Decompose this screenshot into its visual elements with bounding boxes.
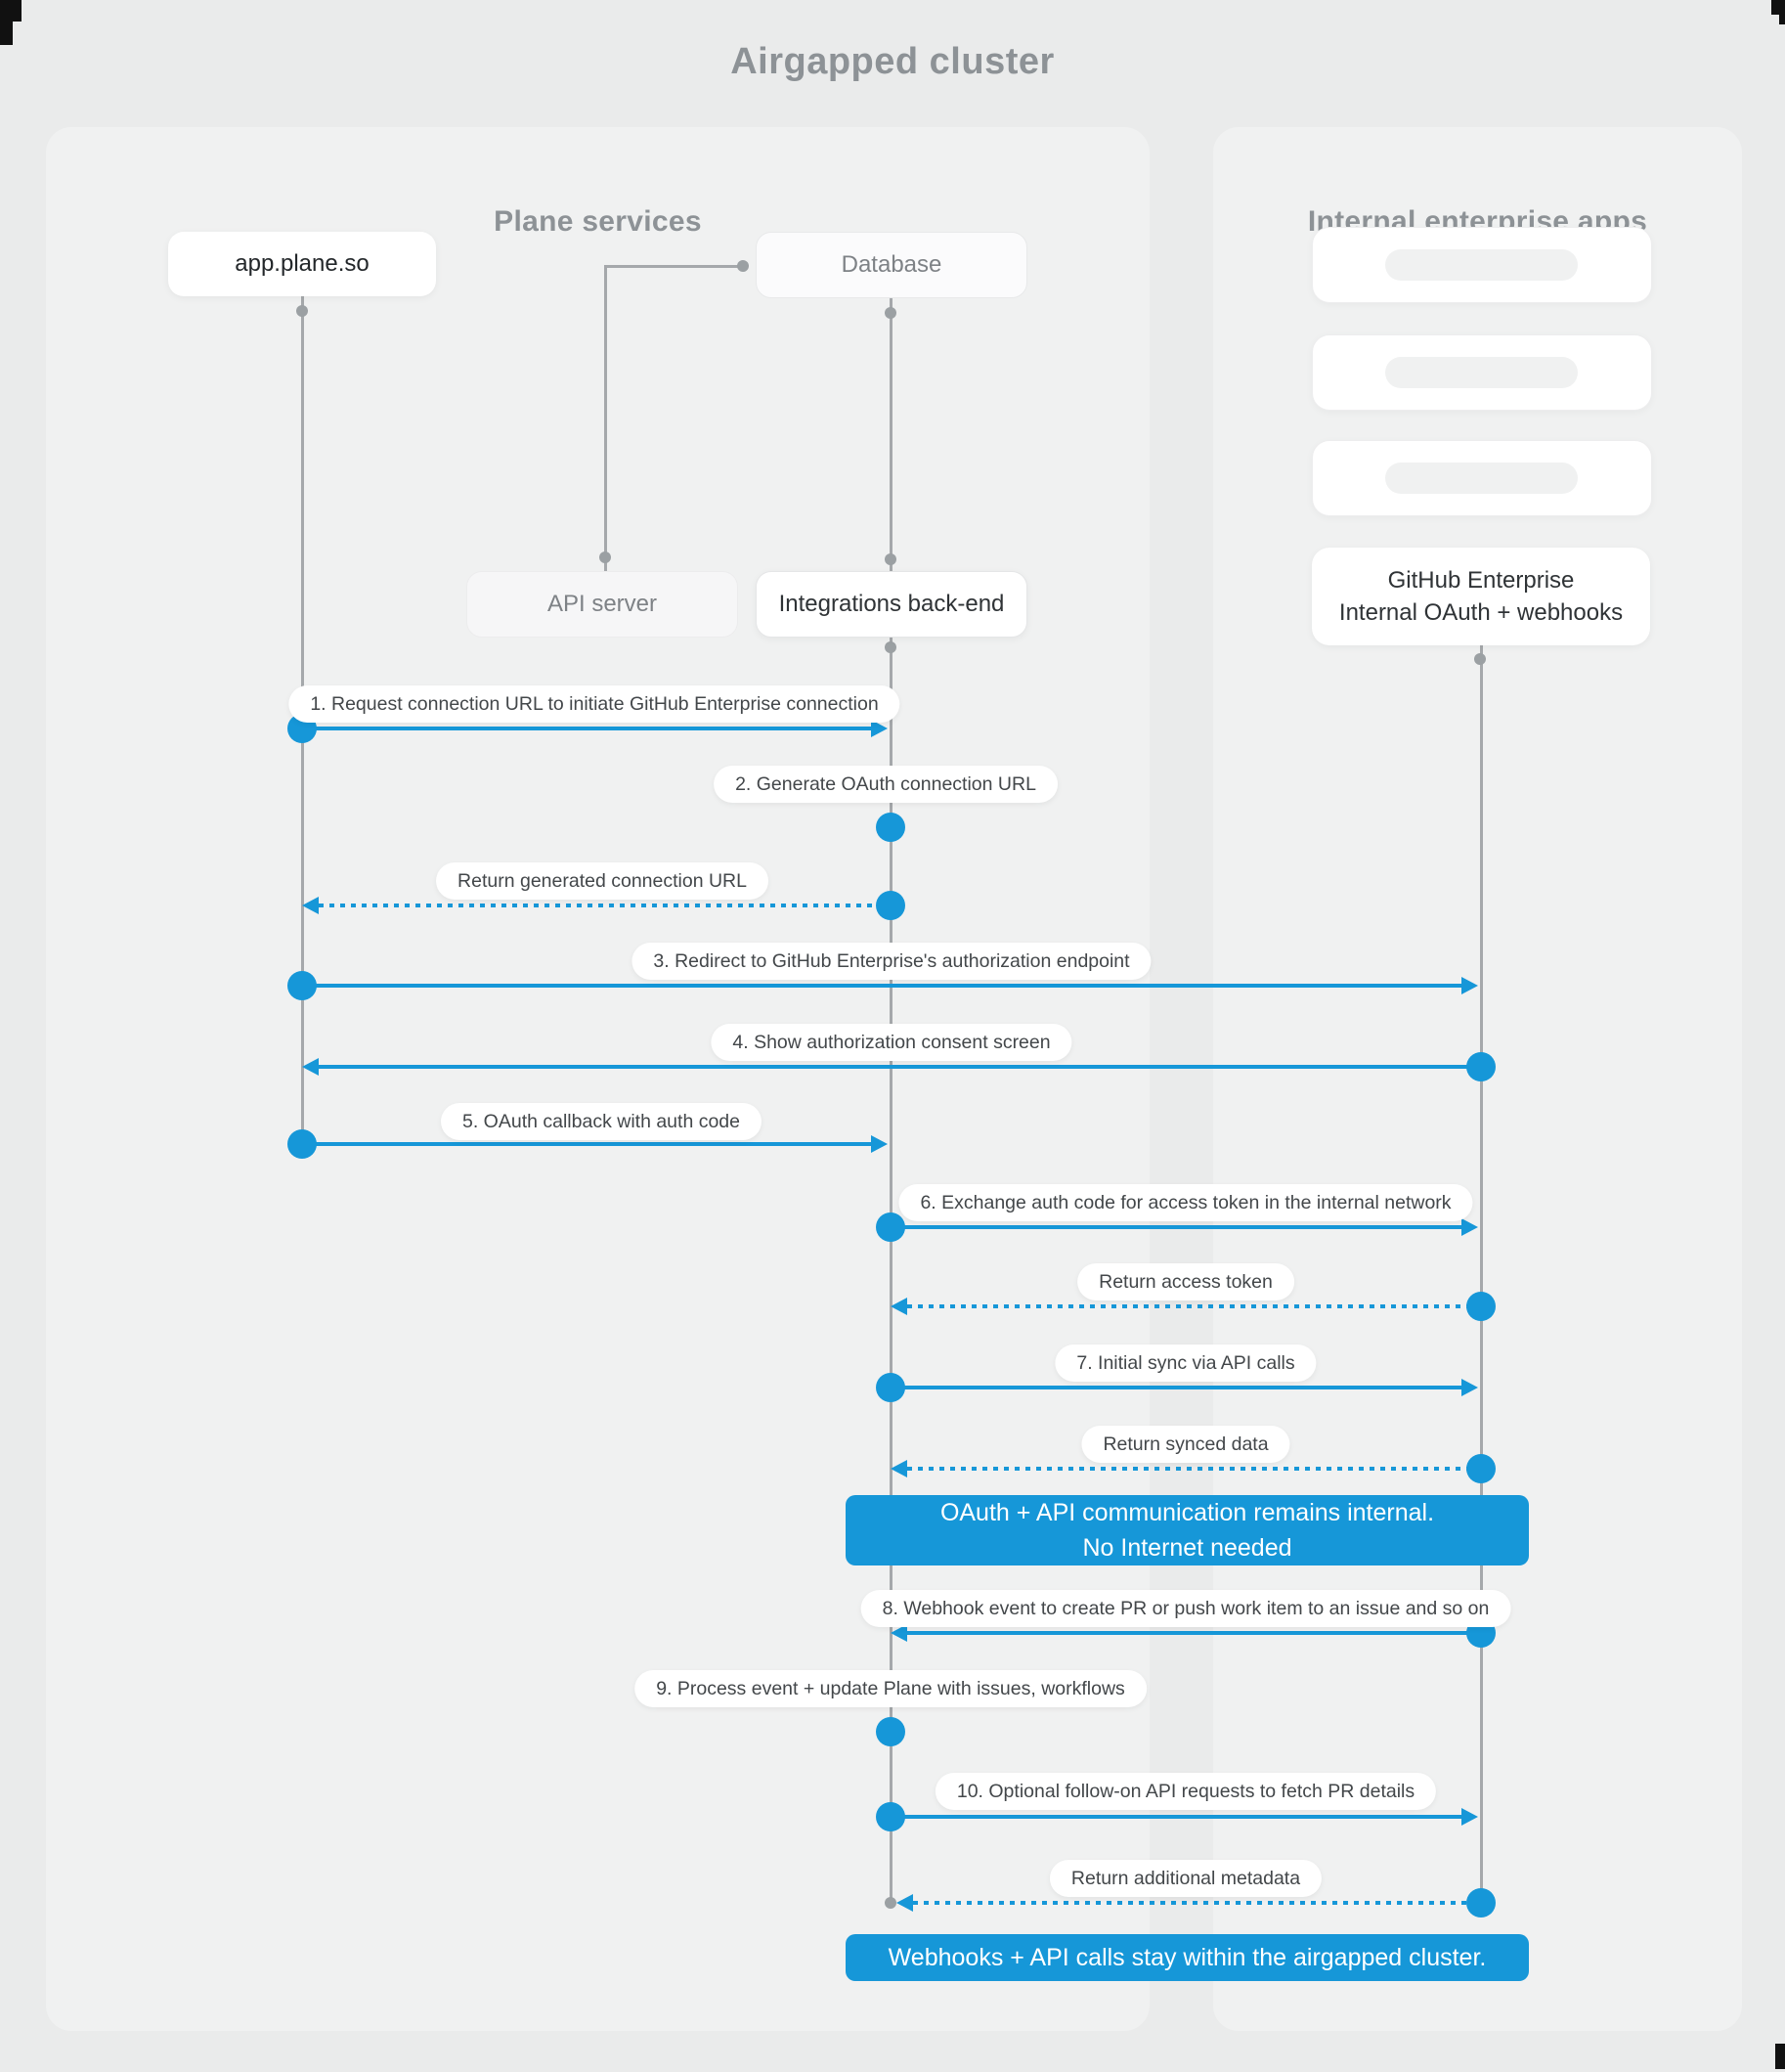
skeleton-bar (1385, 463, 1578, 494)
message-7-label: 6. Exchange auth code for access token i… (898, 1184, 1473, 1221)
connector-dot (599, 551, 611, 563)
node-api-server: API server (466, 571, 738, 638)
node-integrations-backend-label: Integrations back-end (778, 591, 1005, 617)
enterprise-app-placeholder-card (1312, 227, 1652, 303)
corner-artifact-top-right-step (1779, 15, 1785, 24)
connector-dot (296, 305, 308, 317)
arrowhead-left (896, 1894, 913, 1912)
arrowhead-right (871, 1135, 888, 1153)
message-3-origin-dot (876, 891, 905, 920)
message-13-arrow (891, 1815, 1461, 1819)
arrowhead-left (302, 1058, 319, 1076)
message-4-origin-dot (287, 971, 317, 1000)
message-5-label: 4. Show authorization consent screen (711, 1024, 1072, 1061)
connector-dot (885, 641, 896, 653)
corner-artifact-top-right (1771, 0, 1785, 15)
corner-artifact-top-left (0, 0, 13, 45)
connector-api-server-horizontal (604, 265, 743, 268)
message-1-arrow (302, 727, 871, 730)
arrowhead-right (871, 720, 888, 737)
arrowhead-left (302, 897, 319, 914)
banner-internal-line1: OAuth + API communication remains intern… (939, 1499, 1435, 1526)
message-14-label: Return additional metadata (1049, 1860, 1323, 1897)
banner-airgapped-cluster: Webhooks + API calls stay within the air… (846, 1934, 1529, 1981)
corner-artifact-bottom-right (1775, 2044, 1785, 2069)
message-4-label: 3. Redirect to GitHub Enterprise's autho… (631, 943, 1152, 980)
message-5-arrow (319, 1065, 1481, 1069)
node-integrations-backend: Integrations back-end (756, 571, 1027, 638)
lifeline-end-dot (885, 1897, 896, 1909)
node-github-enterprise: GitHub Enterprise Internal OAuth + webho… (1312, 548, 1650, 645)
banner-internal-line2: No Internet needed (1082, 1534, 1292, 1562)
message-2-label: 2. Generate OAuth connection URL (714, 766, 1058, 803)
node-github-line2: Internal OAuth + webhooks (1338, 599, 1624, 626)
message-5-origin-dot (1466, 1052, 1496, 1081)
message-10-origin-dot (1466, 1454, 1496, 1483)
node-app-plane-so-label: app.plane.so (235, 250, 370, 277)
message-11-label: 8. Webhook event to create PR or push wo… (860, 1590, 1511, 1627)
message-7-arrow (891, 1225, 1461, 1229)
banner-airgapped-text: Webhooks + API calls stay within the air… (888, 1944, 1487, 1971)
message-13-label: 10. Optional follow-on API requests to f… (935, 1773, 1437, 1810)
plane-services-header: Plane services (494, 205, 702, 238)
message-6-label: 5. OAuth callback with auth code (441, 1103, 762, 1140)
message-3-label: Return generated connection URL (436, 862, 768, 900)
lifeline-github (1480, 645, 1483, 1903)
connector-dot (885, 307, 896, 319)
message-10-arrow (907, 1467, 1481, 1471)
enterprise-app-placeholder-card (1312, 440, 1652, 516)
arrowhead-left (891, 1298, 907, 1315)
message-8-arrow (907, 1304, 1481, 1308)
connector-dot (885, 553, 896, 565)
message-3-arrow (319, 904, 891, 907)
lifeline-integrations (890, 636, 892, 1903)
arrowhead-left (891, 1460, 907, 1477)
message-9-arrow (891, 1386, 1461, 1389)
message-10-label: Return synced data (1081, 1426, 1290, 1463)
message-1-label: 1. Request connection URL to initiate Gi… (288, 685, 900, 723)
message-11-arrow (907, 1631, 1481, 1635)
message-8-label: Return access token (1077, 1263, 1294, 1301)
message-9-origin-dot (876, 1373, 905, 1402)
arrowhead-right (1461, 1808, 1478, 1826)
message-14-arrow (913, 1901, 1481, 1905)
connector-dot (1474, 653, 1486, 665)
plane-services-panel (46, 127, 1150, 2031)
message-2-self-dot (876, 813, 905, 842)
enterprise-app-placeholder-card (1312, 334, 1652, 411)
connector-api-server-vertical (604, 266, 607, 571)
node-api-server-label: API server (546, 591, 658, 617)
message-12-label: 9. Process event + update Plane with iss… (634, 1670, 1147, 1707)
node-database-label: Database (841, 251, 942, 278)
message-6-origin-dot (287, 1129, 317, 1159)
corner-artifact-top-left-step (13, 0, 22, 22)
arrowhead-left (891, 1624, 907, 1642)
message-4-arrow (302, 984, 1461, 988)
message-6-arrow (302, 1142, 871, 1146)
node-github-line1: GitHub Enterprise (1387, 567, 1575, 594)
node-database: Database (756, 232, 1027, 298)
banner-internal-communication: OAuth + API communication remains intern… (846, 1495, 1529, 1565)
message-7-origin-dot (876, 1212, 905, 1242)
skeleton-bar (1385, 249, 1578, 281)
arrowhead-right (1461, 1218, 1478, 1236)
arrowhead-right (1461, 1379, 1478, 1396)
connector-database-to-integrations (890, 296, 892, 571)
arrowhead-right (1461, 977, 1478, 994)
message-9-label: 7. Initial sync via API calls (1055, 1345, 1317, 1382)
skeleton-bar (1385, 357, 1578, 388)
node-app-plane-so: app.plane.so (168, 232, 436, 296)
diagram-title: Airgapped cluster (730, 41, 1055, 82)
message-12-self-dot (876, 1717, 905, 1746)
message-13-origin-dot (876, 1802, 905, 1831)
message-8-origin-dot (1466, 1292, 1496, 1321)
connector-dot (737, 260, 749, 272)
message-14-origin-dot (1466, 1888, 1496, 1918)
